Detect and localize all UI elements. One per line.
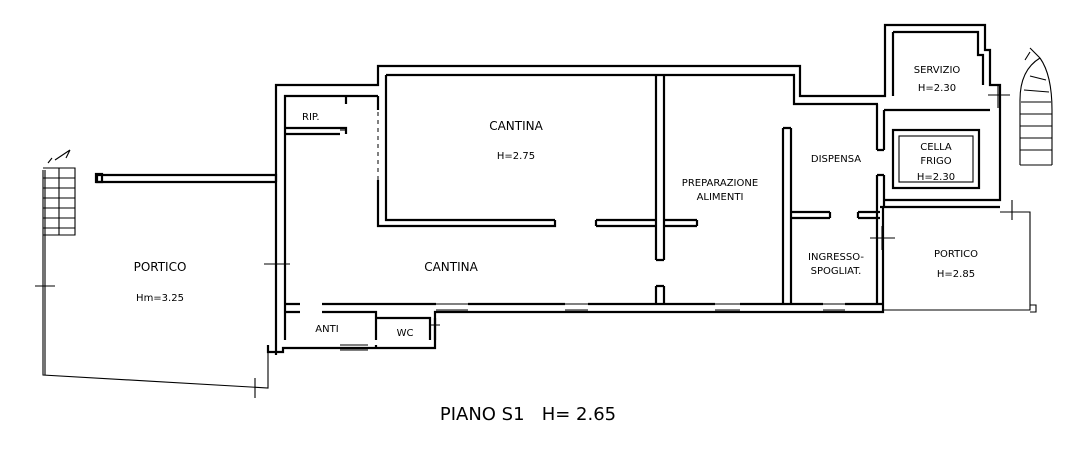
plan-title: PIANO S1 H= 2.65 bbox=[440, 404, 616, 425]
cella-label-2: FRIGO bbox=[920, 156, 951, 167]
portico-right-label: PORTICO bbox=[934, 249, 978, 260]
cantina-upper-height: H=2.75 bbox=[497, 151, 535, 162]
rip-label: RIP. bbox=[302, 112, 320, 123]
cantina-upper: CANTINA H=2.75 bbox=[376, 75, 656, 228]
stairs-right bbox=[1019, 57, 1053, 166]
preparazione-walls: PREPARAZIONE ALIMENTI bbox=[654, 75, 758, 304]
cella-label-1: CELLA bbox=[920, 142, 952, 153]
portico-left-label: PORTICO bbox=[134, 260, 187, 274]
cantina-upper-label: CANTINA bbox=[489, 119, 543, 133]
stairs-left bbox=[43, 167, 76, 236]
preparazione-label-1: PREPARAZIONE bbox=[682, 178, 758, 189]
cantina-main-label: CANTINA bbox=[424, 260, 478, 274]
portico-right: PORTICO H=2.85 bbox=[884, 47, 1053, 313]
cella-frigo: CELLA FRIGO H=2.30 bbox=[891, 128, 981, 190]
outer-wall-inner bbox=[283, 30, 985, 340]
walls bbox=[266, 23, 1002, 355]
portico-left: PORTICO Hm=3.25 bbox=[35, 149, 290, 398]
ingresso-label-1: INGRESSO- bbox=[808, 252, 864, 263]
servizio-height: H=2.30 bbox=[918, 83, 956, 94]
servizio-room: SERVIZIO H=2.30 bbox=[914, 65, 961, 94]
wc-label: WC bbox=[397, 328, 414, 339]
cella-height: H=2.30 bbox=[917, 172, 955, 183]
dispensa-ingresso-walls: DISPENSA INGRESSO- SPOGLIAT. bbox=[781, 85, 1010, 304]
servizio-label: SERVIZIO bbox=[914, 65, 961, 76]
dispensa-label: DISPENSA bbox=[811, 154, 861, 165]
preparazione-label-2: ALIMENTI bbox=[697, 192, 744, 203]
rip-room: RIP. bbox=[285, 96, 348, 136]
outer-wall bbox=[266, 23, 1002, 355]
portico-left-height: Hm=3.25 bbox=[136, 293, 184, 304]
bottom-wall-windows bbox=[436, 303, 845, 311]
anti-wc: ANTI WC bbox=[285, 310, 440, 351]
ingresso-label-2: SPOGLIAT. bbox=[811, 266, 862, 277]
anti-label: ANTI bbox=[315, 324, 338, 335]
portico-right-height: H=2.85 bbox=[937, 269, 975, 280]
